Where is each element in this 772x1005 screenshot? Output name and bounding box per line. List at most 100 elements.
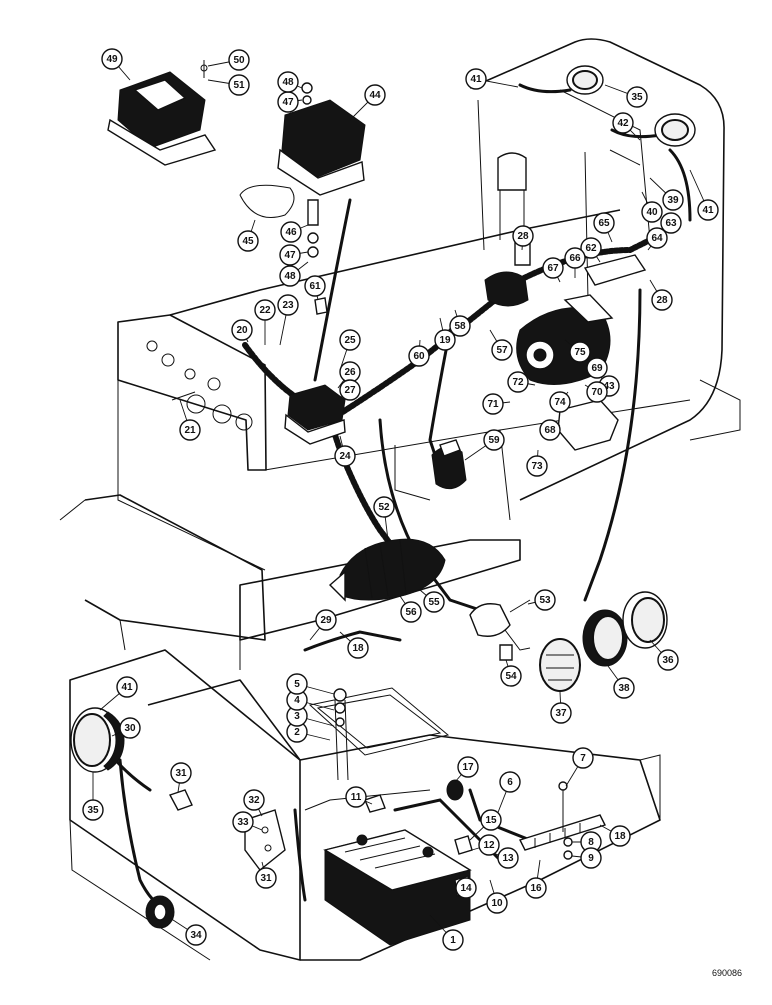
callout-circle [243,789,265,811]
callout-39: 39 [662,189,684,211]
cable-clamp-17 [446,779,464,801]
callout-55: 55 [423,591,445,613]
callout-73: 73 [526,455,548,477]
callout-circle [609,825,631,847]
callout-number: 43 [603,381,615,392]
callout-20: 20 [231,319,253,341]
callout-circle [82,799,104,821]
callout-number: 37 [555,708,567,719]
callout-circle [286,673,308,695]
callout-number: 18 [352,643,364,654]
callout-circle [539,419,561,441]
callout-circle [228,49,250,71]
callout-circle [580,237,602,259]
callout-number: 34 [190,930,202,941]
callout-circle [593,212,615,234]
callout-number: 75 [574,347,586,358]
callout-number: 71 [487,399,499,410]
callout-54: 54 [500,665,522,687]
callout-31: 31 [170,762,192,784]
callout-12: 12 [478,834,500,856]
callout-circle [185,924,207,946]
callout-circle [497,847,519,869]
headlamp-35-lower [70,707,125,773]
callout-17: 17 [457,756,479,778]
wiring-harness [98,83,692,907]
callout-33: 33 [232,811,254,833]
callout-35: 35 [82,799,104,821]
callout-circle [612,112,634,134]
callout-circle [277,71,299,93]
callout-number: 60 [413,351,425,362]
callout-26: 26 [339,361,361,383]
callout-circle [228,74,250,96]
callout-circle [657,649,679,671]
callout-51: 51 [228,74,250,96]
callout-circle [651,289,673,311]
callout-circle [457,756,479,778]
callout-18: 18 [609,825,631,847]
callout-circle [586,357,608,379]
callout-circle [347,637,369,659]
callout-circle [304,275,326,297]
tractor-body-outline [59,38,741,961]
callout-number: 25 [344,335,356,346]
callout-circle [339,329,361,351]
callout-circle [500,665,522,687]
callout-63: 63 [660,212,682,234]
callout-10: 10 [486,892,508,914]
drawing-number: 690086 [711,968,742,978]
callout-number: 74 [554,397,566,408]
callout-number: 67 [547,263,559,274]
callout-number: 51 [233,80,245,91]
callout-57: 57 [491,339,513,361]
callout-19: 19 [434,329,456,351]
clip-31-upper [168,789,193,811]
callout-25: 25 [339,329,361,351]
callout-47: 47 [277,91,299,113]
callout-number: 7 [580,753,586,764]
callout-49: 49 [101,48,123,70]
callout-number: 53 [539,595,551,606]
callout-44: 44 [364,84,386,106]
callout-69: 69 [586,357,608,379]
callout-circle [334,445,356,467]
callout-number: 70 [591,387,603,398]
callout-circle [442,929,464,951]
callout-number: 50 [233,55,245,66]
callout-number: 68 [544,425,556,436]
callout-71: 71 [482,393,504,415]
callout-circle [626,86,648,108]
callout-15: 15 [480,809,502,831]
callout-64: 64 [646,227,668,249]
callout-18: 18 [347,637,369,659]
callout-number: 28 [656,295,668,306]
sender-53 [469,599,531,651]
callout-circle [408,345,430,367]
callout-circle [542,257,564,279]
callout-66: 66 [564,247,586,269]
callout-number: 27 [344,385,356,396]
callout-number: 30 [124,723,136,734]
callout-62: 62 [580,237,602,259]
callout-6: 6 [499,771,521,793]
starter-solenoid-28 [484,239,531,307]
callout-circle [231,319,253,341]
callout-number: 65 [598,218,610,229]
callout-circle [101,48,123,70]
callout-circle [550,702,572,724]
callout-75: 75 [569,341,591,363]
callout-number: 21 [184,425,196,436]
callout-number: 14 [460,883,472,894]
callout-number: 47 [282,97,294,108]
callout-74: 74 [549,391,571,413]
callout-circle [526,455,548,477]
callout-number: 59 [488,435,500,446]
callout-number: 54 [505,671,517,682]
callout-circle [569,341,591,363]
callout-circle [116,676,138,698]
battery-1 [323,829,472,946]
callout-5: 5 [286,673,308,695]
terminal-strip-18 [519,814,606,851]
callout-circle [232,811,254,833]
